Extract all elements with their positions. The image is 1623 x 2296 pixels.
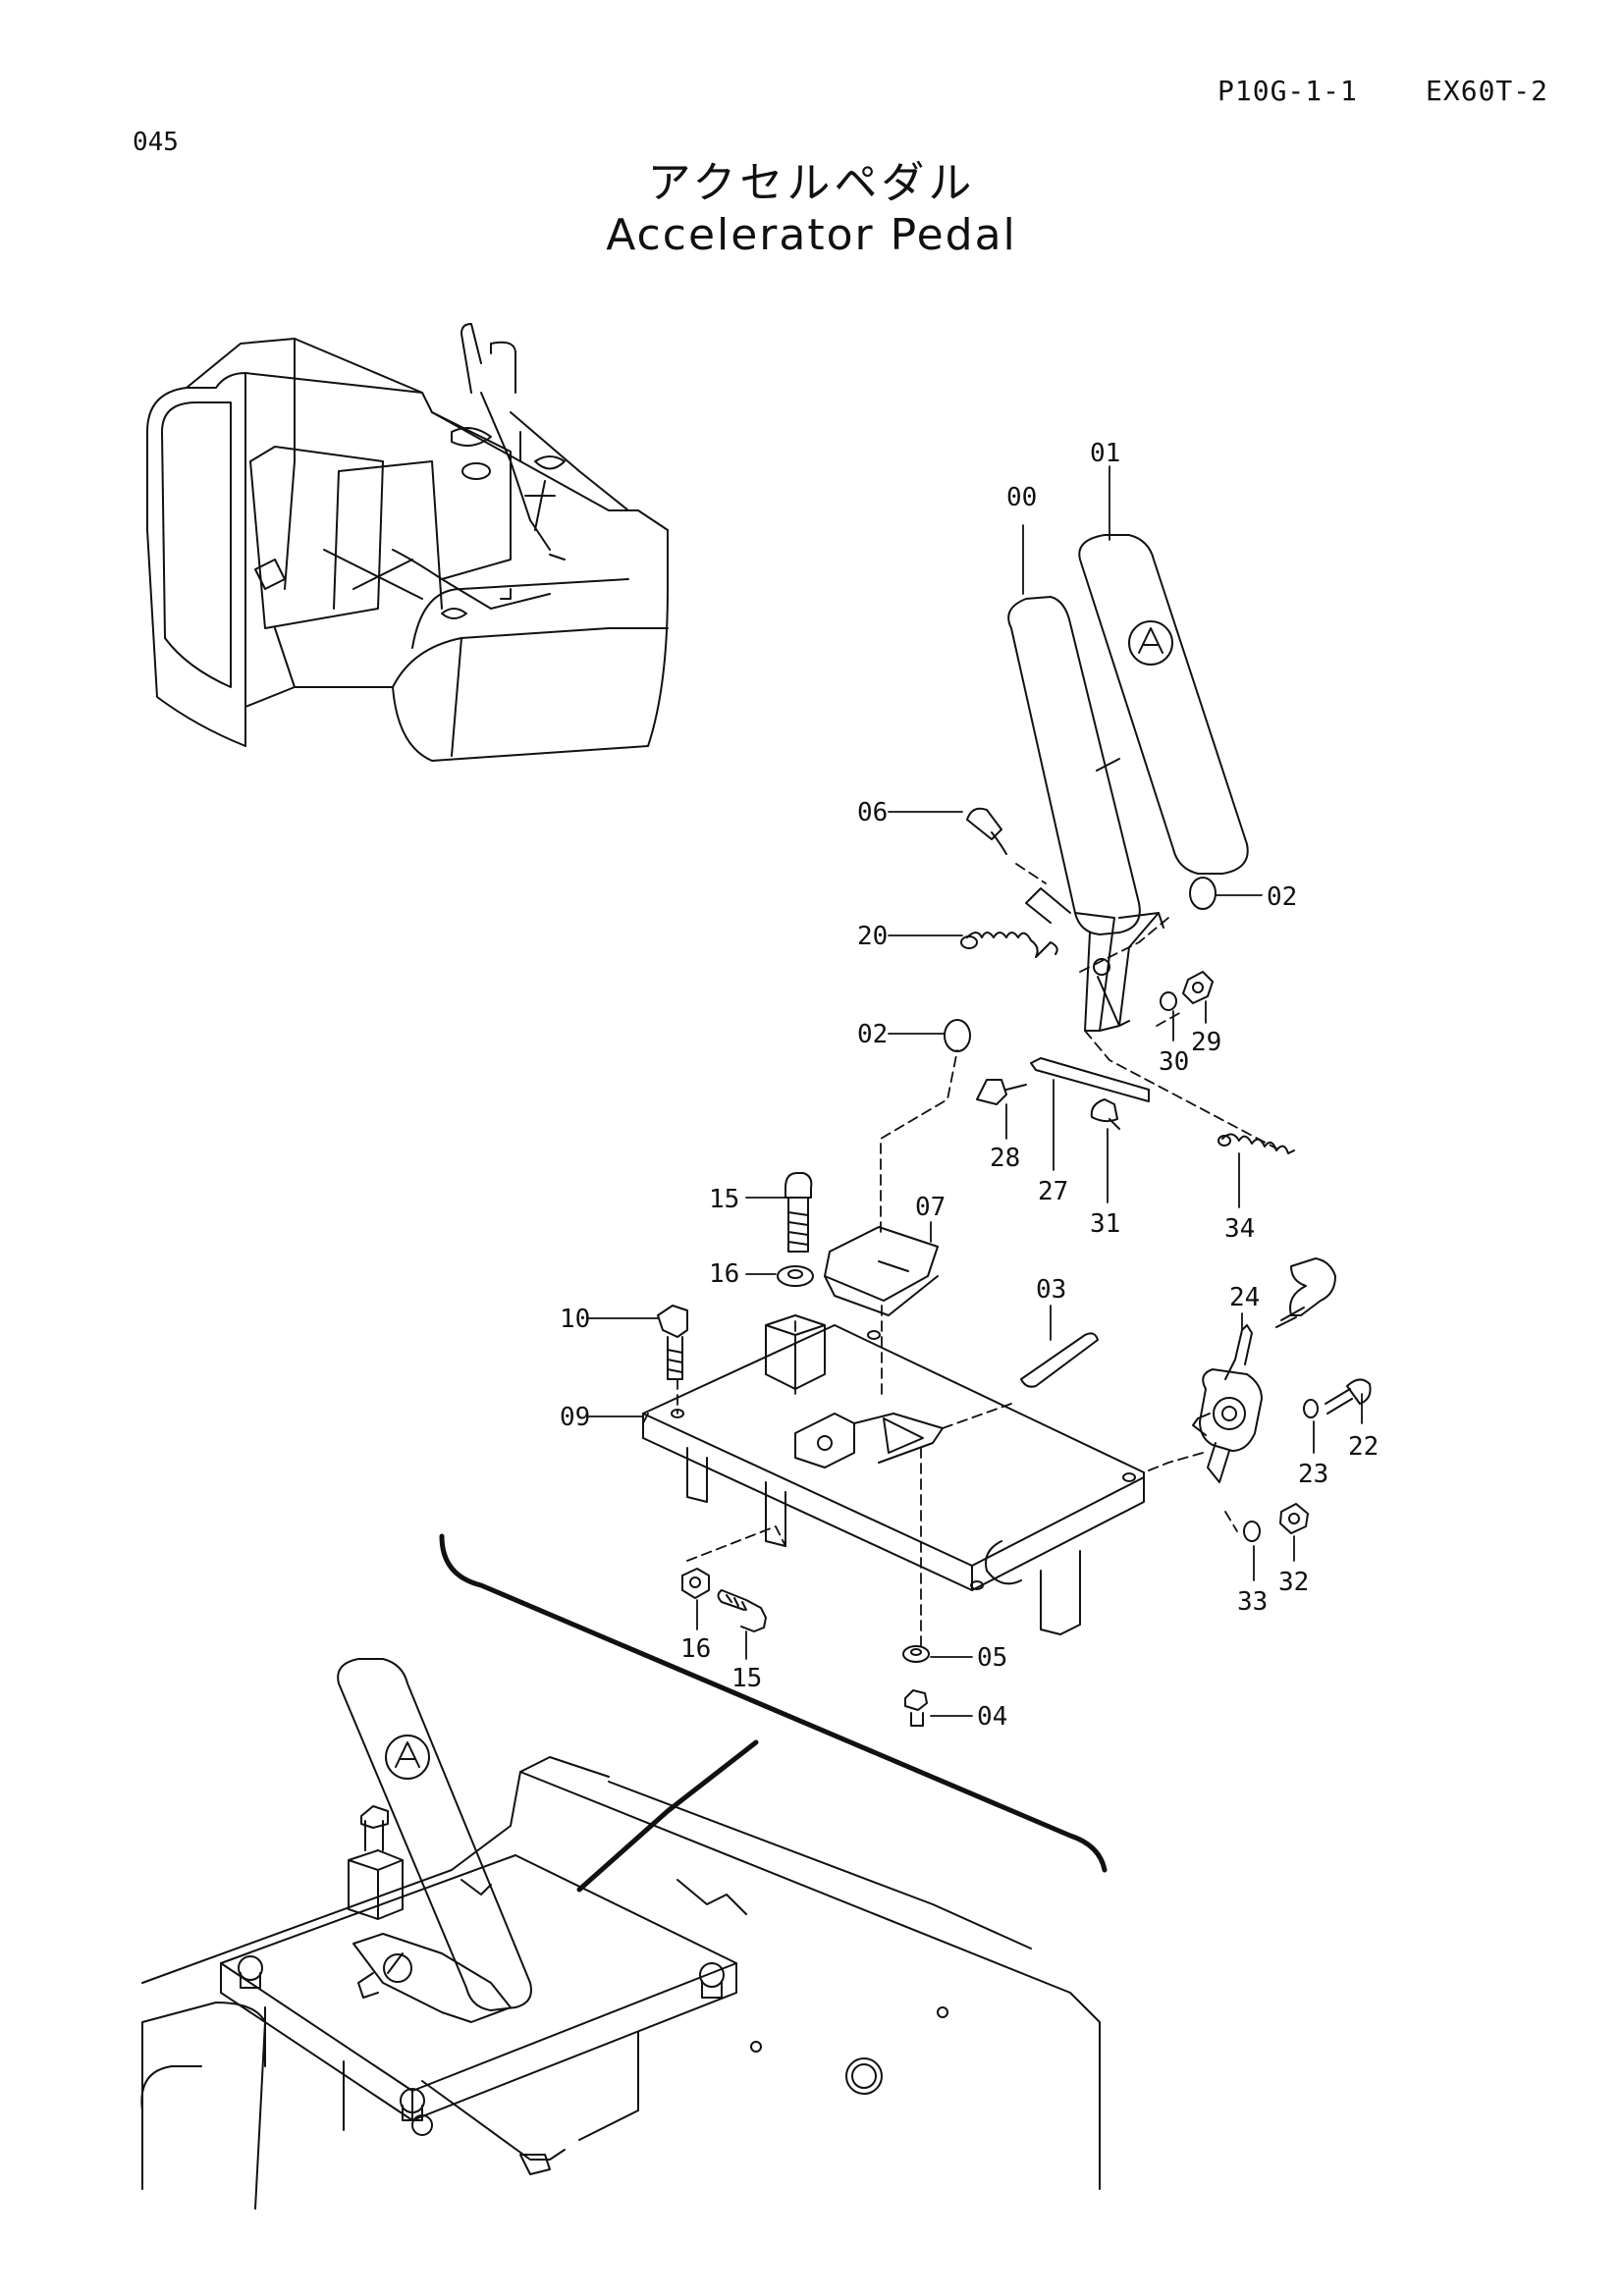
installed-view-inset bbox=[140, 1533, 1108, 2210]
section-code: 045 bbox=[133, 128, 179, 157]
callout-24: 24 bbox=[1229, 1283, 1260, 1312]
callout-07: 07 bbox=[915, 1193, 946, 1222]
excavator-overview-illustration bbox=[146, 323, 669, 762]
title-japanese: アクセルペダル bbox=[647, 158, 976, 208]
exploded-accelerator-assembly bbox=[642, 534, 1372, 1727]
callout-00: 00 bbox=[1006, 483, 1037, 512]
callout-02-lower: 02 bbox=[857, 1020, 888, 1049]
callout-22: 22 bbox=[1348, 1432, 1379, 1462]
callout-05: 05 bbox=[977, 1643, 1007, 1673]
callout-01: 01 bbox=[1090, 439, 1120, 468]
callout-02-upper: 02 bbox=[1267, 882, 1297, 912]
callout-27: 27 bbox=[1038, 1177, 1068, 1206]
callout-15-lower: 15 bbox=[731, 1664, 762, 1693]
callout-23: 23 bbox=[1298, 1460, 1328, 1489]
assembly-guide-lines bbox=[642, 863, 1277, 1650]
page-code: P10G-1-1 bbox=[1217, 75, 1358, 107]
callout-labels: 01 00 06 02 20 02 30 29 28 27 31 34 15 0… bbox=[560, 439, 1379, 1732]
callout-04: 04 bbox=[977, 1702, 1007, 1732]
callout-32: 32 bbox=[1278, 1568, 1309, 1597]
callout-15-upper: 15 bbox=[709, 1185, 739, 1214]
callout-30: 30 bbox=[1159, 1047, 1189, 1077]
callout-20: 20 bbox=[857, 922, 888, 951]
model-code: EX60T-2 bbox=[1426, 75, 1549, 107]
callout-16-lower: 16 bbox=[680, 1634, 711, 1664]
callout-06: 06 bbox=[857, 798, 888, 828]
callout-29: 29 bbox=[1191, 1028, 1221, 1057]
callout-03: 03 bbox=[1036, 1275, 1066, 1305]
callout-09: 09 bbox=[560, 1403, 590, 1432]
callout-16-upper: 16 bbox=[709, 1259, 739, 1289]
title-english: Accelerator Pedal bbox=[606, 210, 1017, 260]
callout-leaders bbox=[588, 465, 1363, 1717]
callout-31: 31 bbox=[1090, 1209, 1120, 1239]
callout-10: 10 bbox=[560, 1305, 590, 1334]
callout-33: 33 bbox=[1237, 1587, 1268, 1617]
callout-34: 34 bbox=[1224, 1214, 1255, 1244]
callout-28: 28 bbox=[990, 1144, 1020, 1173]
